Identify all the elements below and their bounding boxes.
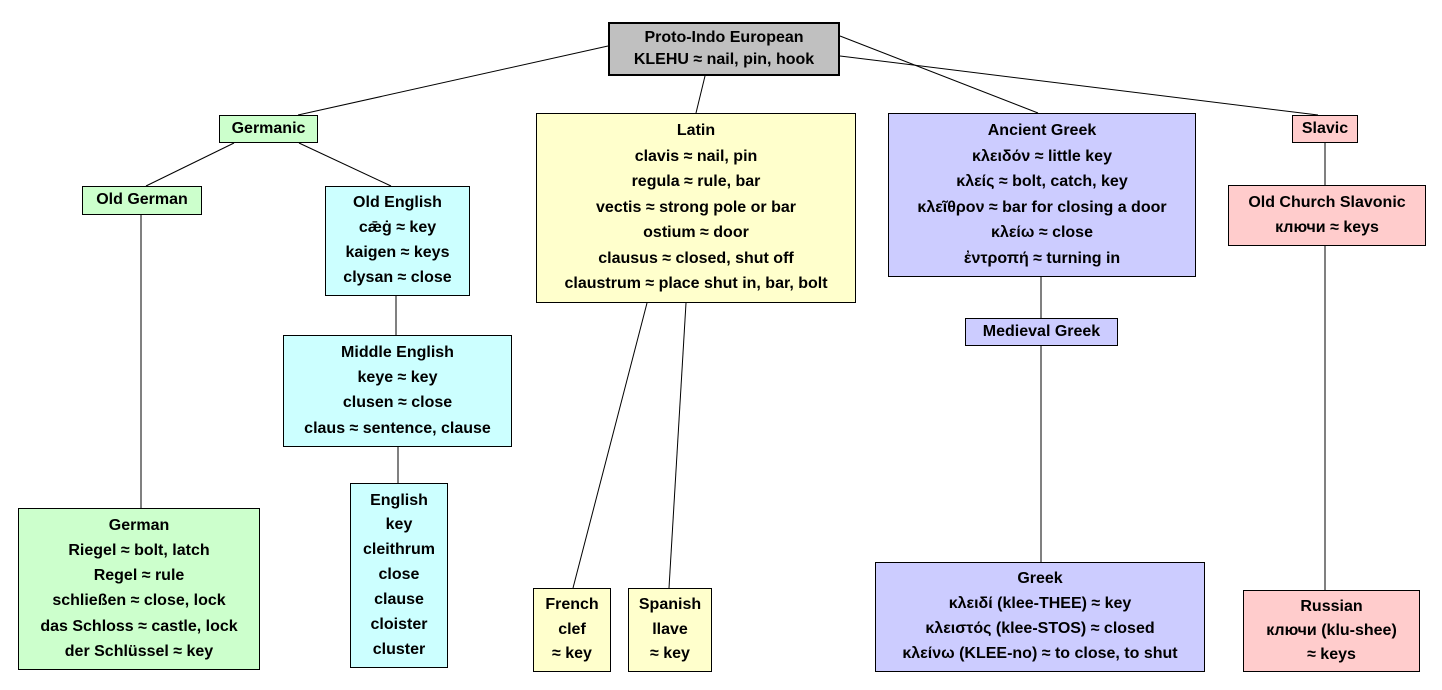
word-entry: schließen ≈ close, lock	[52, 592, 226, 610]
node-germanic: Germanic	[219, 115, 318, 143]
edge-pie-latin	[695, 75, 706, 114]
node-title: Middle English	[341, 343, 454, 361]
word-entry: ≈ keys	[1307, 645, 1356, 663]
node-title: Latin	[676, 122, 716, 140]
word-entry: llave	[652, 620, 688, 638]
word-entry: Riegel ≈ bolt, latch	[68, 541, 210, 559]
node-title: German	[108, 516, 170, 534]
node-latin: Latin clavis ≈ nail, pin regula ≈ rule, …	[536, 113, 856, 303]
word-entry: clusen ≈ close	[342, 394, 453, 412]
word-entry: κλείς ≈ bolt, catch, key	[956, 173, 1128, 191]
word-entry: close	[378, 566, 420, 584]
word-entry: cloister	[370, 616, 428, 634]
node-old-english: Old English cǣġ ≈ key kaigen ≈ keys clys…	[325, 186, 470, 296]
edge-pie-slavic	[839, 55, 1319, 116]
node-ancient-greek: Ancient Greek κλειδόν ≈ little key κλείς…	[888, 113, 1196, 277]
word-entry: der Schlüssel ≈ key	[64, 642, 214, 660]
node-title: Medieval Greek	[982, 322, 1101, 340]
word-entry: clef	[558, 620, 586, 638]
node-middle-english: Middle English keye ≈ key clusen ≈ close…	[283, 335, 512, 447]
node-slavic: Slavic	[1292, 115, 1358, 143]
word-entry: claus ≈ sentence, clause	[304, 419, 491, 437]
node-english: English key cleithrum close clause clois…	[350, 483, 448, 668]
word-entry: claustrum ≈ place shut in, bar, bolt	[564, 275, 828, 293]
node-title: Greek	[1017, 570, 1063, 588]
word-entry: keye ≈ key	[357, 369, 438, 387]
node-proto-indo-european: Proto-Indo European KLEHU ≈ nail, pin, h…	[608, 22, 840, 76]
word-entry: kaigen ≈ keys	[345, 244, 450, 262]
edge-germanic-old-english	[298, 142, 392, 187]
node-spanish: Spanish llave ≈ key	[628, 588, 712, 672]
word-entry: ключи ≈ keys	[1275, 218, 1379, 236]
word-entry: cleithrum	[362, 541, 435, 559]
edge-pie-germanic	[297, 45, 609, 116]
node-old-german: Old German	[82, 186, 202, 215]
node-title: Old Church Slavonic	[1248, 193, 1406, 211]
node-german: German Riegel ≈ bolt, latch Regel ≈ rule…	[18, 508, 260, 670]
word-entry: κλείω ≈ close	[991, 224, 1093, 242]
word-entry: κλειδί (klee-THEE) ≈ key	[948, 595, 1132, 613]
node-title: Slavic	[1301, 119, 1349, 137]
word-entry: ≈ key	[552, 645, 592, 663]
node-title: Proto-Indo European	[644, 28, 804, 46]
word-entry: ἐντροπή ≈ turning in	[963, 249, 1121, 267]
word-entry: κλειστός (klee-STOS) ≈ closed	[925, 620, 1155, 638]
word-entry: Regel ≈ rule	[93, 567, 185, 585]
word-entry: das Schloss ≈ castle, lock	[40, 617, 238, 635]
node-medieval-greek: Medieval Greek	[965, 318, 1118, 346]
word-entry: κλεῖθρον ≈ bar for closing a door	[917, 198, 1167, 216]
node-title: French	[545, 596, 599, 614]
word-entry: κλειδόν ≈ little key	[972, 147, 1112, 165]
word-entry: vectis ≈ strong pole or bar	[596, 198, 796, 216]
word-entry: clavis ≈ nail, pin	[634, 147, 758, 165]
node-title: Germanic	[231, 119, 306, 137]
node-title: Old German	[96, 191, 188, 209]
word-entry: clysan ≈ close	[343, 269, 452, 287]
word-entry: KLEHU ≈ nail, pin, hook	[633, 50, 815, 68]
node-title: Old English	[353, 194, 442, 212]
edge-pie-ancient-greek	[839, 35, 1039, 114]
word-entry: clause	[374, 591, 424, 609]
edge-latin-french	[572, 302, 648, 589]
word-entry: clausus ≈ closed, shut off	[598, 249, 794, 267]
node-title: Ancient Greek	[987, 122, 1097, 140]
node-french: French clef ≈ key	[533, 588, 611, 672]
word-entry: cǣġ ≈ key	[358, 219, 437, 237]
word-entry: ключи (klu-shee)	[1266, 621, 1397, 639]
node-title: Russian	[1300, 597, 1363, 615]
node-greek: Greek κλειδί (klee-THEE) ≈ key κλειστός …	[875, 562, 1205, 672]
node-old-church-slavonic: Old Church Slavonic ключи ≈ keys	[1228, 185, 1426, 246]
edge-germanic-old-german	[145, 142, 235, 187]
word-entry: regula ≈ rule, bar	[631, 173, 761, 191]
word-entry: cluster	[372, 641, 426, 659]
node-title: Spanish	[638, 596, 702, 614]
word-entry: ostium ≈ door	[643, 224, 749, 242]
node-russian: Russian ключи (klu-shee) ≈ keys	[1243, 590, 1420, 672]
word-entry: ≈ key	[650, 645, 690, 663]
edge-latin-spanish	[668, 302, 687, 589]
node-title: English	[370, 491, 428, 509]
word-entry: κλείνω (KLEE-no) ≈ to close, to shut	[902, 645, 1178, 663]
word-entry: key	[385, 516, 413, 534]
